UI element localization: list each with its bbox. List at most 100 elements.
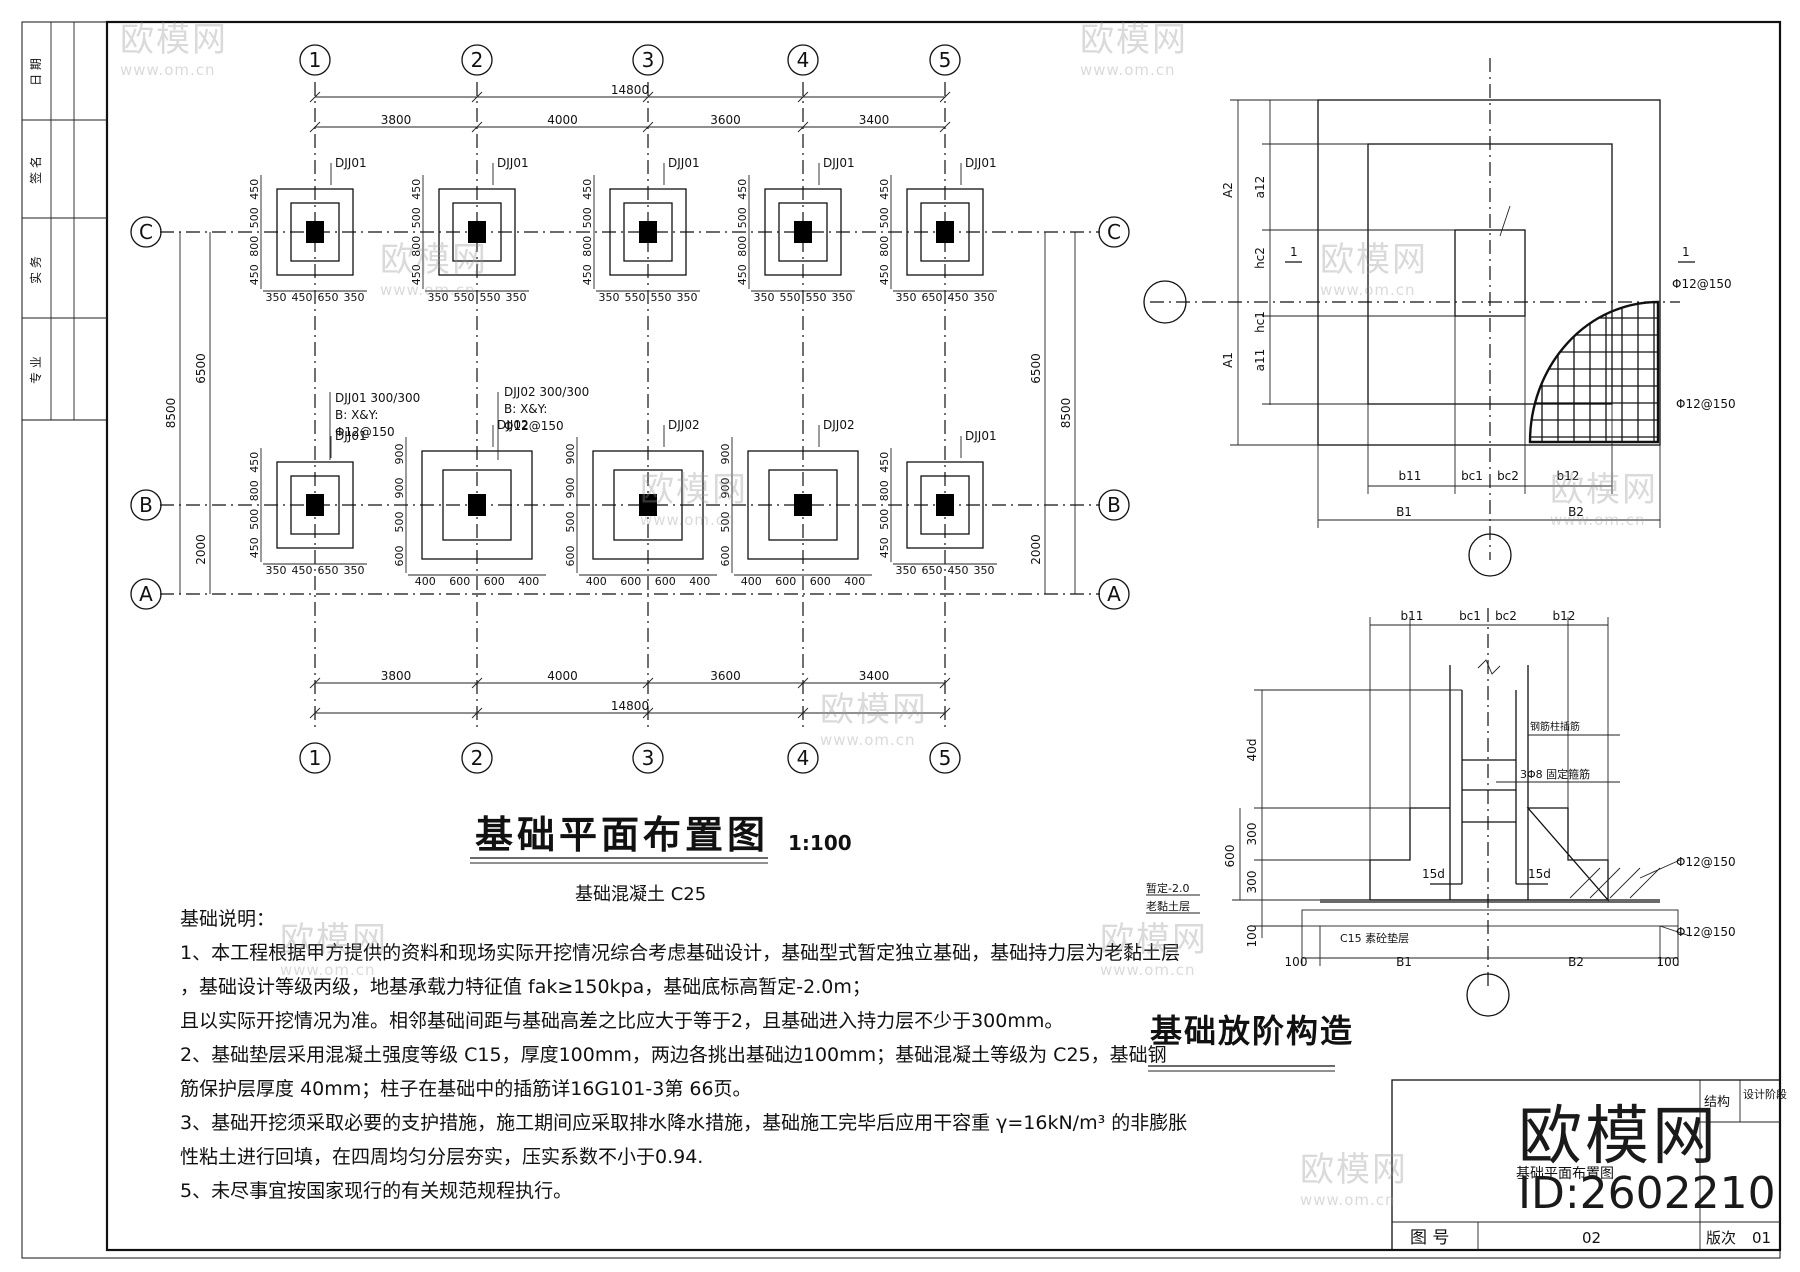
footing-dim-v: 900 bbox=[719, 478, 732, 499]
dim-vertical: 2000 bbox=[1029, 534, 1043, 565]
dim-tick bbox=[642, 677, 654, 689]
footing-dim-h: 450 bbox=[948, 564, 969, 577]
section-mark-right: 1 bbox=[1682, 245, 1690, 259]
axis-label-1: 1 bbox=[309, 746, 322, 770]
dim-span-top: 3400 bbox=[859, 113, 890, 127]
footing-dim-v: 450 bbox=[878, 264, 891, 285]
column-section bbox=[306, 494, 324, 516]
axis-label-5: 5 bbox=[939, 48, 952, 72]
sec-dim-100-left: 100 bbox=[1285, 955, 1308, 969]
axis-label-B: B bbox=[139, 493, 153, 517]
footing-step bbox=[290, 202, 340, 262]
concrete-grade: 基础混凝土 C25 bbox=[575, 884, 706, 905]
footing-dim-h: 450 bbox=[292, 564, 313, 577]
column-section bbox=[794, 221, 812, 243]
dim-span-bottom: 3400 bbox=[859, 669, 890, 683]
footing-dim-h: 350 bbox=[896, 291, 917, 304]
axis-label-1: 1 bbox=[309, 48, 322, 72]
footing-dim-h: 400 bbox=[586, 575, 607, 588]
dim-span-top: 3600 bbox=[710, 113, 741, 127]
footing-dim-v: 450 bbox=[581, 264, 594, 285]
sec-dim-40d: 40d bbox=[1245, 739, 1259, 762]
sec-dim-600: 600 bbox=[1223, 845, 1237, 868]
axis-label-2: 2 bbox=[471, 48, 484, 72]
dim-tick bbox=[939, 91, 951, 103]
dim-span-bottom: 3800 bbox=[381, 669, 412, 683]
footing-dim-h: 600 bbox=[484, 575, 505, 588]
dim-vertical: 2000 bbox=[194, 534, 208, 565]
dim-vertical: 6500 bbox=[194, 353, 208, 384]
footing-dim-h: 550 bbox=[651, 291, 672, 304]
footing-dim-v: 450 bbox=[581, 179, 594, 200]
footing-dim-h: 350 bbox=[344, 291, 365, 304]
callout-2-line-3: Φ12@150 bbox=[504, 419, 564, 433]
sec-anchor-15d-right: 15d bbox=[1528, 867, 1551, 881]
dim-tick bbox=[939, 121, 951, 133]
footing-dim-h: 450 bbox=[292, 291, 313, 304]
dim-a12: a12 bbox=[1253, 176, 1267, 199]
axis-bubble bbox=[632, 44, 664, 76]
dim-span-top: 4000 bbox=[547, 113, 578, 127]
callout-1-line-3: Φ12@150 bbox=[335, 425, 395, 439]
footing-dim-v: 800 bbox=[878, 480, 891, 501]
column-section bbox=[936, 221, 954, 243]
footing-dim-h: 350 bbox=[974, 291, 995, 304]
sec-dim-b11: b11 bbox=[1401, 609, 1424, 623]
rebar-grid bbox=[1530, 302, 1658, 442]
column-section bbox=[639, 221, 657, 243]
callout-rebar-top: Φ12@150 bbox=[1676, 855, 1736, 869]
dim-span-bottom: 4000 bbox=[547, 669, 578, 683]
section-mark-left: 1 bbox=[1290, 245, 1298, 259]
axis-bubble bbox=[299, 44, 331, 76]
footing-dim-h: 350 bbox=[428, 291, 449, 304]
footing-dim-v: 450 bbox=[248, 537, 261, 558]
footing-step bbox=[452, 202, 502, 262]
footing-step bbox=[613, 469, 683, 541]
footing-outline bbox=[609, 188, 687, 276]
dim-bc1: bc1 bbox=[1461, 469, 1483, 483]
footing-dim-v: 600 bbox=[393, 546, 406, 567]
footing-dim-v: 600 bbox=[719, 546, 732, 567]
sec-dim-B2: B2 bbox=[1568, 955, 1584, 969]
axis-bubble bbox=[130, 578, 162, 610]
footing-step bbox=[768, 469, 838, 541]
column-section bbox=[468, 221, 486, 243]
dim-B1: B1 bbox=[1396, 505, 1412, 519]
callout-1-line-1: DJJ01 300/300 bbox=[335, 391, 420, 405]
footing-step bbox=[442, 469, 512, 541]
footing-dim-v: 800 bbox=[248, 236, 261, 257]
footing-dim-v: 500 bbox=[581, 207, 594, 228]
dim-total-top: 14800 bbox=[611, 83, 649, 97]
footing-outline bbox=[906, 188, 984, 276]
footing-label: DJJ01 bbox=[965, 156, 997, 170]
axis-label-4: 4 bbox=[797, 746, 810, 770]
dim-tick bbox=[939, 707, 951, 719]
axis-label-C: C bbox=[1107, 220, 1121, 244]
note-line-6: 3、基础开挖须采取必要的支护措施，施工期间应采取排水降水措施，基础施工完毕后应用… bbox=[180, 1112, 1188, 1134]
footing-dim-h: 350 bbox=[506, 291, 527, 304]
footing-label: DJJ01 bbox=[823, 156, 855, 170]
footing-dim-v: 500 bbox=[248, 509, 261, 530]
axis-bubble bbox=[787, 742, 819, 774]
axis-label-3: 3 bbox=[642, 48, 655, 72]
dim-tick bbox=[471, 707, 483, 719]
dim-tick bbox=[471, 677, 483, 689]
axis-label-B: B bbox=[1107, 493, 1121, 517]
sec-anchor-15d-left: 15d bbox=[1422, 867, 1445, 881]
dim-vertical: 6500 bbox=[1029, 353, 1043, 384]
axis-bubble bbox=[632, 742, 664, 774]
footing-section: b11 bc1 bc2 b12 40d 300 300 600 100 15d … bbox=[1146, 608, 1736, 1017]
footing-dim-h: 650 bbox=[922, 291, 943, 304]
footing-label: DJJ01 bbox=[965, 429, 997, 443]
dim-tick bbox=[471, 91, 483, 103]
axis-bubble bbox=[1098, 489, 1130, 521]
axis-label-4: 4 bbox=[797, 48, 810, 72]
footing-dim-h: 350 bbox=[754, 291, 775, 304]
sidebar-label-major: 专 业 bbox=[28, 356, 43, 384]
axis-bubble bbox=[130, 216, 162, 248]
dim-span-bottom: 3600 bbox=[710, 669, 741, 683]
footing-dim-h: 650 bbox=[922, 564, 943, 577]
dim-total-bottom: 14800 bbox=[611, 699, 649, 713]
tb-drawing-no: 02 bbox=[1582, 1229, 1601, 1247]
footing-dim-h: 350 bbox=[832, 291, 853, 304]
